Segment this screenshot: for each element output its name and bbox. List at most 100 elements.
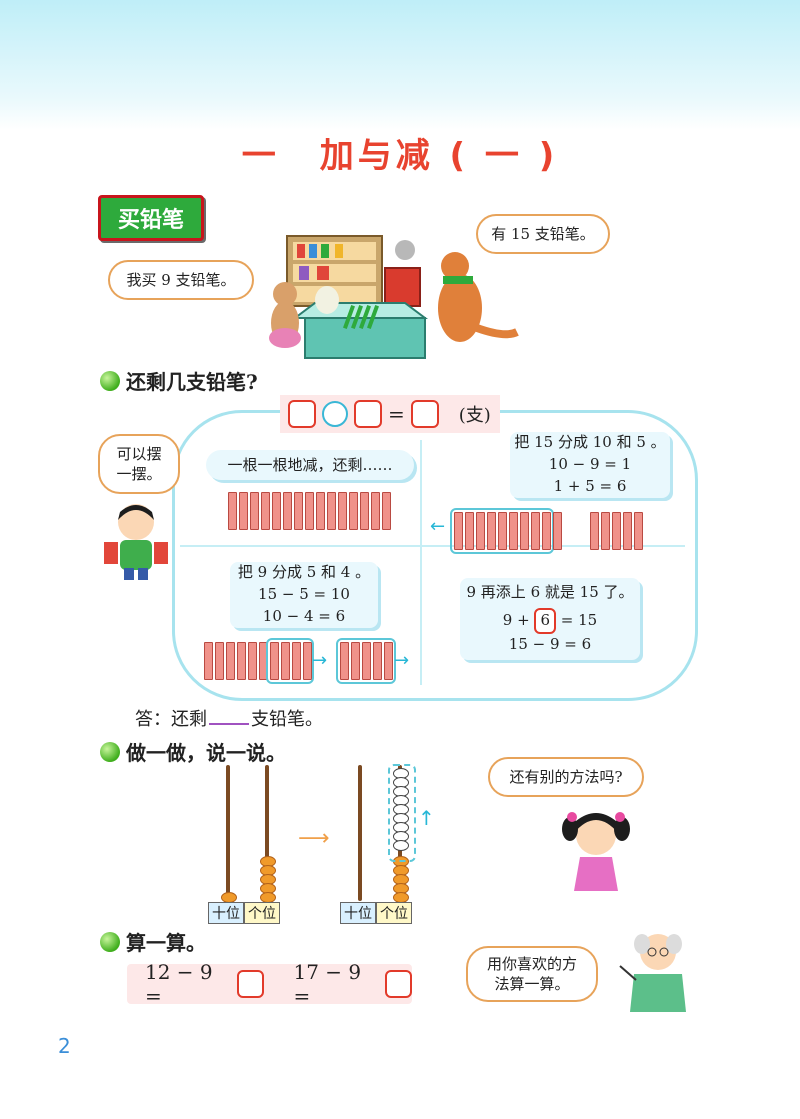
stick <box>250 492 259 530</box>
stick <box>204 642 213 680</box>
stick <box>281 642 290 680</box>
stick <box>601 512 610 550</box>
page-number: 2 <box>58 1034 71 1058</box>
answer-box[interactable] <box>288 400 316 428</box>
abacus-rod-ones <box>265 765 269 901</box>
stick <box>228 492 237 530</box>
girl-illustration <box>562 812 630 891</box>
abacus-base: 十位 个位 <box>208 902 280 924</box>
frame-divider-vertical <box>420 440 422 685</box>
stick <box>531 512 540 550</box>
stick <box>261 492 270 530</box>
stick <box>373 642 382 680</box>
stick <box>454 512 463 550</box>
ones-label: 个位 <box>244 902 280 924</box>
stick <box>553 512 562 550</box>
stick <box>215 642 224 680</box>
question-1-label: 还剩几支铅笔? <box>126 370 258 394</box>
sticks-10-split <box>204 642 312 680</box>
answer-box[interactable] <box>236 970 264 998</box>
tens-label: 十位 <box>340 902 376 924</box>
bullet-icon <box>100 742 120 762</box>
frame-divider-horizontal <box>180 545 685 547</box>
calc-eq-1: 12 − 9 = <box>145 960 213 1008</box>
method-3-line1: 把 9 分成 5 和 4 。 <box>237 563 371 581</box>
stick <box>371 492 380 530</box>
stick <box>340 642 349 680</box>
stick <box>349 492 358 530</box>
boy-speech: 可以摆 一摆。 <box>98 434 180 494</box>
page-title: 一加与减 ( 一 ) <box>0 128 800 177</box>
header-band <box>0 0 800 130</box>
abacus-rod-tens <box>226 765 230 901</box>
abacus-base: 十位 个位 <box>340 902 412 924</box>
answer-box[interactable] <box>385 970 412 998</box>
stick <box>272 492 281 530</box>
stick <box>303 642 312 680</box>
stick <box>360 492 369 530</box>
stick <box>634 512 643 550</box>
method-4-line3: 15 − 9 = 6 <box>508 634 592 653</box>
teacher-speech: 用你喜欢的方 法算一算。 <box>466 946 598 1002</box>
stick <box>305 492 314 530</box>
stick <box>292 642 301 680</box>
boy-illustration <box>104 504 168 580</box>
calc-eq-2: 17 − 9 = <box>293 960 362 1008</box>
stick <box>362 642 371 680</box>
unit-title: 加与减 ( 一 ) <box>319 136 559 176</box>
sticks-5 <box>340 642 393 680</box>
method-4-eq-right: = 15 <box>560 610 598 629</box>
stick <box>294 492 303 530</box>
stick <box>520 512 529 550</box>
unit-label: (支) <box>458 405 491 426</box>
stick <box>465 512 474 550</box>
stick <box>237 642 246 680</box>
boy-speech-line1: 可以摆 <box>116 444 162 463</box>
method-4-equation: 9 + 6 = 15 <box>460 607 640 634</box>
teacher-illustration <box>619 934 686 1012</box>
stick <box>270 642 279 680</box>
method-4-eq-box: 6 <box>534 607 556 634</box>
stick <box>509 512 518 550</box>
bead <box>393 840 409 851</box>
method-2-line1: 把 15 分成 10 和 5 。 <box>514 433 666 451</box>
stick <box>382 492 391 530</box>
abacus-rod-tens <box>358 765 362 901</box>
question-3-label: 算一算。 <box>126 931 206 955</box>
stick <box>623 512 632 550</box>
method-3-card: 把 9 分成 5 和 4 。 15 − 5 = 10 10 − 4 = 6 <box>230 562 378 628</box>
equals-sign: = <box>388 402 405 426</box>
stick <box>590 512 599 550</box>
stick <box>542 512 551 550</box>
right-arrow-icon: → <box>394 650 410 671</box>
stick <box>351 642 360 680</box>
shop-illustration <box>269 235 519 359</box>
stick <box>338 492 347 530</box>
group-of-five <box>266 638 314 684</box>
stick <box>239 492 248 530</box>
method-2-line3: 1 + 5 = 6 <box>553 476 627 495</box>
answer-box[interactable] <box>410 400 439 428</box>
answer-line: 答：还剩支铅笔。 <box>135 705 323 731</box>
right-arrow-icon: ⟶ <box>298 826 330 851</box>
unit-number: 一 <box>241 136 280 176</box>
stick <box>316 492 325 530</box>
sticks-10 <box>454 512 562 550</box>
up-arrow-icon: ↑ <box>418 806 435 830</box>
equation-template: = (支) <box>280 395 500 433</box>
stick <box>327 492 336 530</box>
answer-blank[interactable] <box>209 707 249 725</box>
method-4-eq-left: 9 + <box>502 610 530 629</box>
girl-speech: 还有别的方法吗? <box>488 757 644 797</box>
bullet-icon <box>100 371 120 391</box>
section-badge: 买铅笔 <box>98 195 204 241</box>
stick <box>487 512 496 550</box>
operator-circle[interactable] <box>322 401 348 427</box>
answer-box[interactable] <box>354 400 382 428</box>
group-of-four <box>336 638 396 684</box>
sticks-15 <box>228 492 391 530</box>
rabbit-speech: 我买 9 支铅笔。 <box>108 260 254 300</box>
removed-beads-group <box>388 764 416 862</box>
calculation-bar: 12 − 9 = 17 − 9 = <box>127 960 412 1008</box>
method-4-card: 9 再添上 6 就是 15 了。 9 + 6 = 15 15 − 9 = 6 <box>460 578 640 660</box>
